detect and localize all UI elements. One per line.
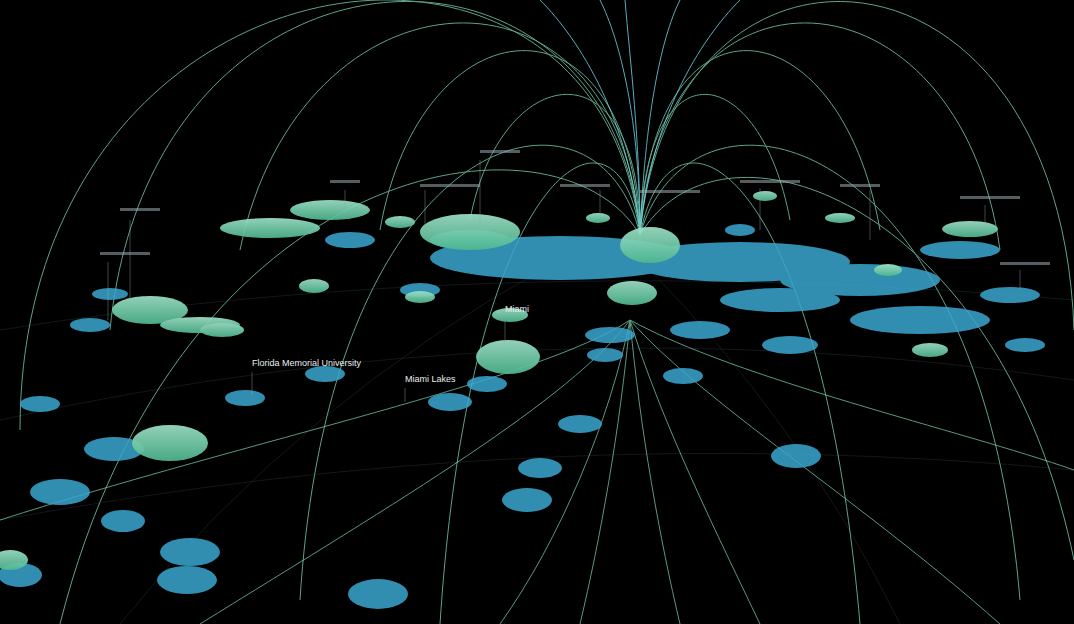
place-label: Miami Lakes: [405, 374, 456, 385]
place-label: Miami: [505, 304, 529, 315]
place-label: Florida Memorial University: [252, 358, 361, 369]
